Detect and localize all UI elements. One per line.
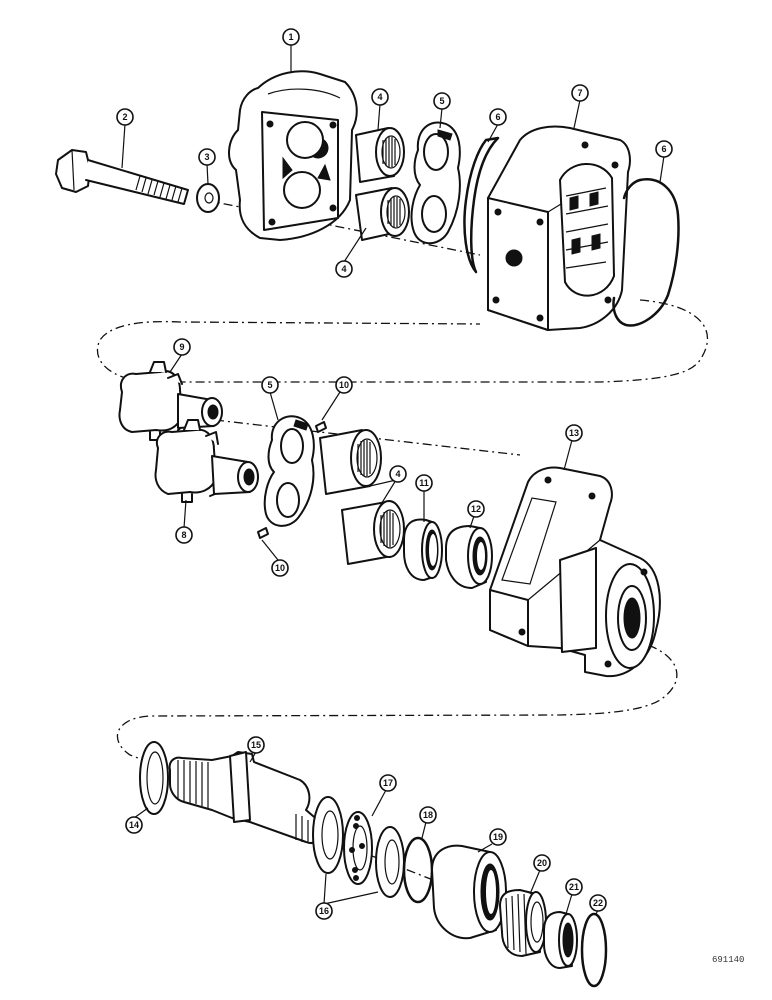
part-needle-bearing-shaft (499, 889, 547, 957)
svg-text:11: 11 (419, 478, 429, 488)
svg-text:22: 22 (593, 898, 603, 908)
svg-text:12: 12 (471, 504, 481, 514)
svg-text:15: 15 (251, 740, 261, 750)
svg-text:4: 4 (377, 92, 382, 102)
svg-text:14: 14 (129, 820, 139, 830)
callout-21: 21 (565, 878, 583, 896)
part-bushing (431, 844, 507, 940)
part-gasket-right (612, 178, 680, 327)
svg-text:9: 9 (179, 342, 184, 352)
svg-text:18: 18 (423, 810, 433, 820)
callout-22: 22 (589, 894, 607, 912)
part-pin-upper (315, 421, 327, 433)
callout-17: 17 (379, 774, 397, 792)
callout-5-lower: 5 (261, 376, 279, 394)
callout-10-upper: 10 (335, 376, 353, 394)
callout-15: 15 (247, 736, 265, 754)
callout-5-upper: 5 (433, 92, 451, 110)
part-thrust-washer-front (312, 796, 344, 874)
svg-text:2: 2 (122, 112, 127, 122)
svg-text:5: 5 (267, 380, 272, 390)
callout-20: 20 (533, 854, 551, 872)
part-thrust-washer-rear (375, 826, 405, 898)
callout-4-middle: 4 (389, 465, 407, 483)
callout-7: 7 (571, 84, 589, 102)
callout-12: 12 (467, 500, 485, 518)
svg-text:5: 5 (439, 96, 444, 106)
svg-text:8: 8 (181, 530, 186, 540)
callout-6-left: 6 (489, 108, 507, 126)
part-needle-bearing-middle-upper (319, 429, 382, 495)
svg-text:20: 20 (537, 858, 547, 868)
part-seal-ring (445, 525, 493, 589)
part-thrust-bearing (343, 811, 373, 885)
svg-text:10: 10 (275, 563, 285, 573)
callouts: 1 2 3 4 4 4 5 5 6 6 7 8 9 10 10 11 12 13… (116, 28, 673, 920)
svg-text:6: 6 (495, 112, 500, 122)
callout-9: 9 (173, 338, 191, 356)
svg-text:4: 4 (395, 469, 400, 479)
part-seal (403, 518, 443, 581)
svg-text:19: 19 (493, 832, 503, 842)
part-cover-plate (228, 70, 358, 241)
svg-text:4: 4 (341, 264, 346, 274)
callout-19: 19 (489, 828, 507, 846)
part-wear-plate-upper (410, 121, 461, 245)
part-pump-body (487, 125, 631, 331)
part-gear-drive (154, 419, 259, 503)
part-housing (489, 466, 661, 678)
part-bolt (55, 149, 189, 205)
callout-16: 16 (315, 902, 333, 920)
part-pin-lower (257, 527, 269, 539)
callout-2: 2 (116, 108, 134, 126)
callout-8: 8 (175, 526, 193, 544)
part-needle-bearing-middle-lower (341, 500, 405, 565)
svg-text:13: 13 (569, 428, 579, 438)
svg-text:17: 17 (383, 778, 393, 788)
part-washer-3 (196, 183, 220, 213)
svg-text:7: 7 (577, 88, 582, 98)
callout-4-upper: 4 (371, 88, 389, 106)
part-drive-shaft (168, 751, 322, 844)
part-wear-plate-lower (263, 415, 315, 527)
svg-text:6: 6 (661, 144, 666, 154)
part-gasket-left (463, 136, 500, 274)
callout-1: 1 (282, 28, 300, 46)
svg-text:1: 1 (288, 32, 293, 42)
svg-text:3: 3 (204, 152, 209, 162)
callout-18: 18 (419, 806, 437, 824)
callout-14: 14 (125, 816, 143, 834)
callout-leaders (121, 44, 665, 915)
callout-3: 3 (198, 148, 216, 166)
svg-text:21: 21 (569, 882, 579, 892)
part-thrust-washer (139, 741, 169, 815)
callout-6-right: 6 (655, 140, 673, 158)
svg-text:16: 16 (319, 906, 329, 916)
svg-text:10: 10 (339, 380, 349, 390)
part-snap-ring (580, 912, 608, 988)
part-needle-bearing-upper (355, 127, 405, 183)
part-gear-driven (118, 361, 223, 441)
part-shaft-seal (543, 911, 578, 969)
callout-4-lower: 4 (335, 260, 353, 278)
figure-code: 691140 (712, 955, 744, 965)
callout-13: 13 (565, 424, 583, 442)
callout-11: 11 (415, 474, 433, 492)
part-needle-bearing-lower (355, 187, 410, 241)
callout-10-lower: 10 (271, 559, 289, 577)
